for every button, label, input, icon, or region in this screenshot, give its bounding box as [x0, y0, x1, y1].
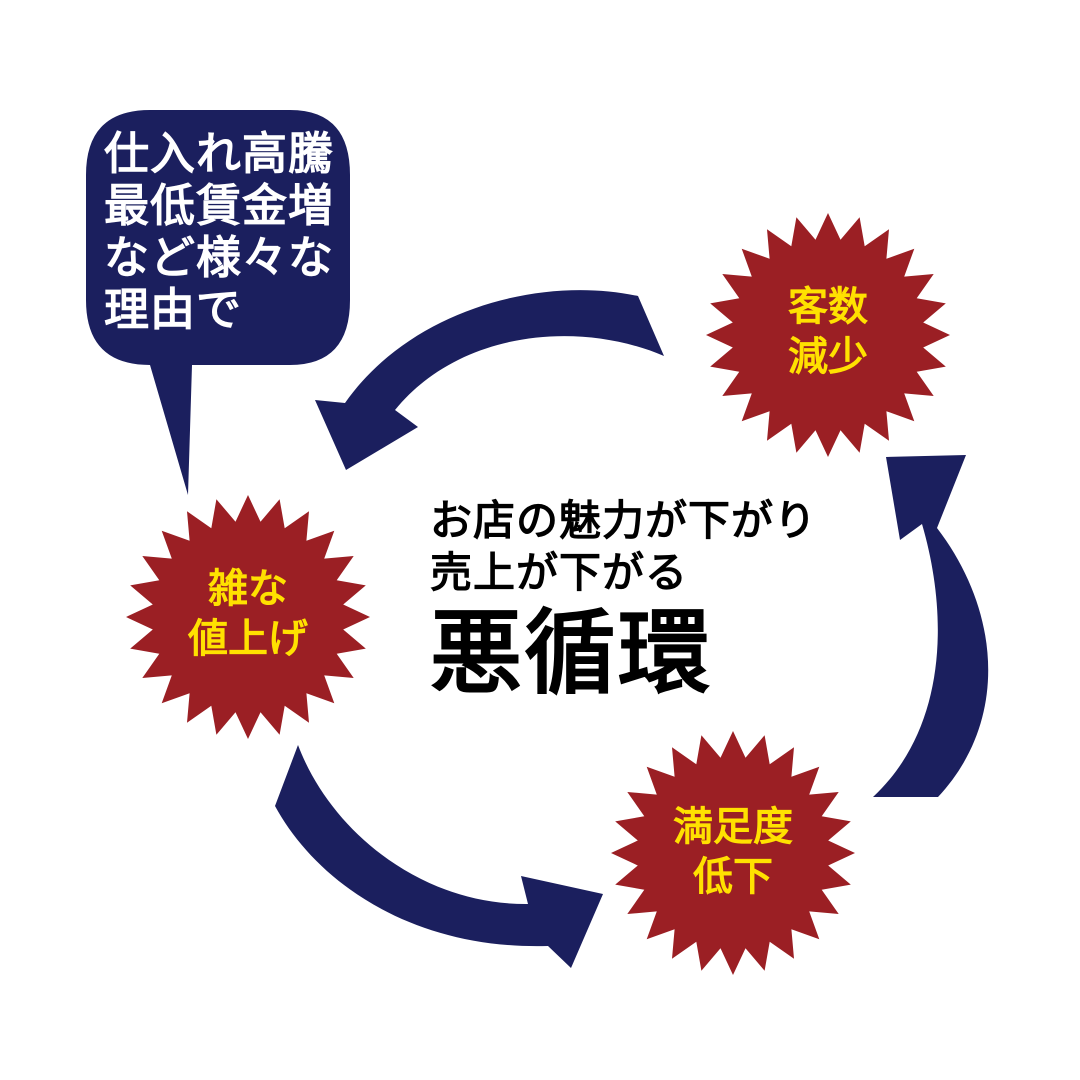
- arrow-top: [315, 290, 664, 470]
- label-customer-decrease: 客数 減少: [748, 282, 908, 382]
- label-satisfaction-drop: 満足度 低下: [648, 802, 818, 902]
- arrow-right-shape: [873, 455, 989, 797]
- bubble-line: など様々な: [104, 231, 335, 284]
- arrow-top-shape: [315, 290, 664, 470]
- label-line: 減少: [788, 334, 868, 380]
- starburst-satisfaction-drop: [611, 731, 855, 975]
- speech-bubble-shape: [86, 110, 350, 495]
- label-line: 値上げ: [188, 616, 308, 662]
- starburst-customer-decrease: [706, 213, 950, 457]
- center-title: 悪循環: [430, 600, 713, 707]
- bubble-line: 最低賃金増: [104, 179, 335, 232]
- bubble-line: 仕入れ高騰: [104, 127, 335, 180]
- center-line-2: 売上が下がる: [430, 548, 689, 597]
- center-line-1: お店の魅力が下がり: [430, 496, 818, 545]
- label-price-hike: 雑な 値上げ: [168, 564, 328, 664]
- starburst-price-hike: [126, 495, 370, 739]
- arrow-right: [873, 455, 989, 797]
- speech-bubble: [86, 110, 350, 495]
- label-line: 低下: [693, 854, 773, 900]
- arrow-bottom: [275, 745, 603, 968]
- label-line: 雑な: [208, 566, 288, 612]
- speech-bubble-text: 仕入れ高騰 最低賃金増 など様々な 理由で: [104, 128, 344, 336]
- label-line: 満足度: [673, 804, 793, 850]
- arrow-bottom-shape: [275, 745, 603, 968]
- bubble-line: 理由で: [104, 283, 243, 336]
- center-message: お店の魅力が下がり 売上が下がる 悪循環: [430, 495, 817, 709]
- label-line: 客数: [788, 284, 868, 330]
